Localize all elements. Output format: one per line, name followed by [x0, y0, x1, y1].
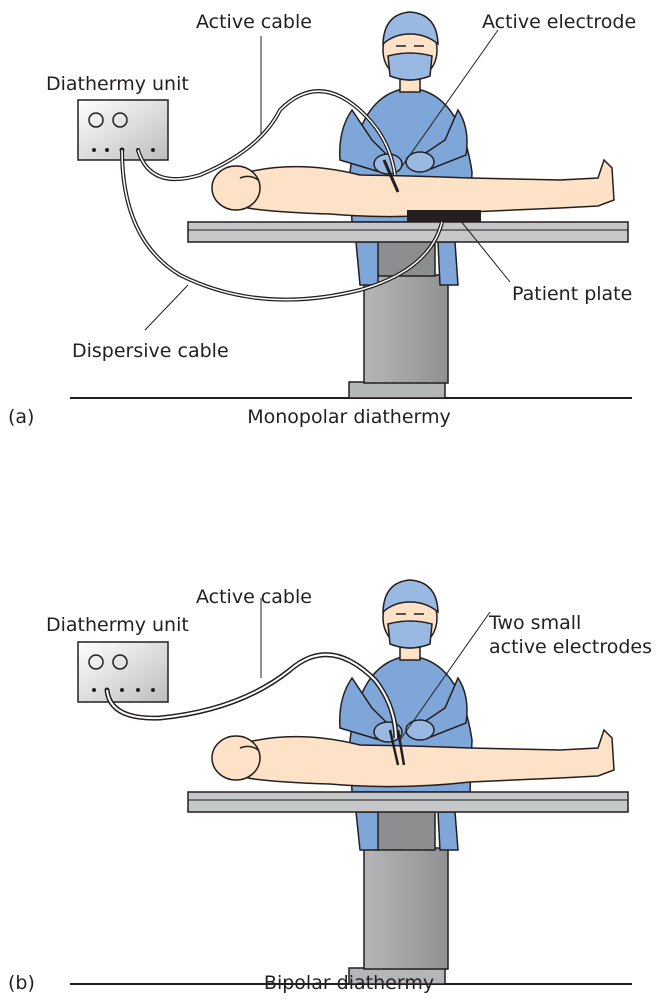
label-patient-plate: Patient plate — [512, 283, 632, 305]
panel-a-illustration — [0, 0, 672, 440]
table-pedestal — [364, 275, 448, 383]
table-pedestal-b — [364, 848, 448, 969]
patient-head — [212, 166, 260, 210]
table-base — [349, 382, 445, 398]
patient-plate — [407, 210, 481, 222]
label-diathermy-unit-b: Diathermy unit — [46, 614, 189, 636]
label-active-electrodes: active electrodes — [489, 636, 652, 658]
label-diathermy-unit-a: Diathermy unit — [46, 73, 189, 95]
panel-a-caption: Monopolar diathermy — [247, 406, 451, 428]
panel-b-caption: Bipolar diathermy — [264, 972, 434, 994]
leader-dispersive-cable — [145, 285, 188, 330]
label-two-small: Two small — [489, 612, 581, 634]
table-top-b — [188, 792, 628, 812]
label-dispersive-cable: Dispersive cable — [72, 340, 229, 362]
patient-head-b — [212, 736, 260, 780]
label-active-cable-b: Active cable — [196, 586, 312, 608]
panel-b-tag: (b) — [8, 972, 35, 994]
table-column-b — [375, 810, 435, 850]
diathermy-unit-b — [78, 642, 168, 702]
panel-a-tag: (a) — [8, 406, 34, 428]
label-active-cable-a: Active cable — [196, 11, 312, 33]
table-top — [188, 222, 628, 242]
label-active-electrode-a: Active electrode — [482, 11, 636, 33]
